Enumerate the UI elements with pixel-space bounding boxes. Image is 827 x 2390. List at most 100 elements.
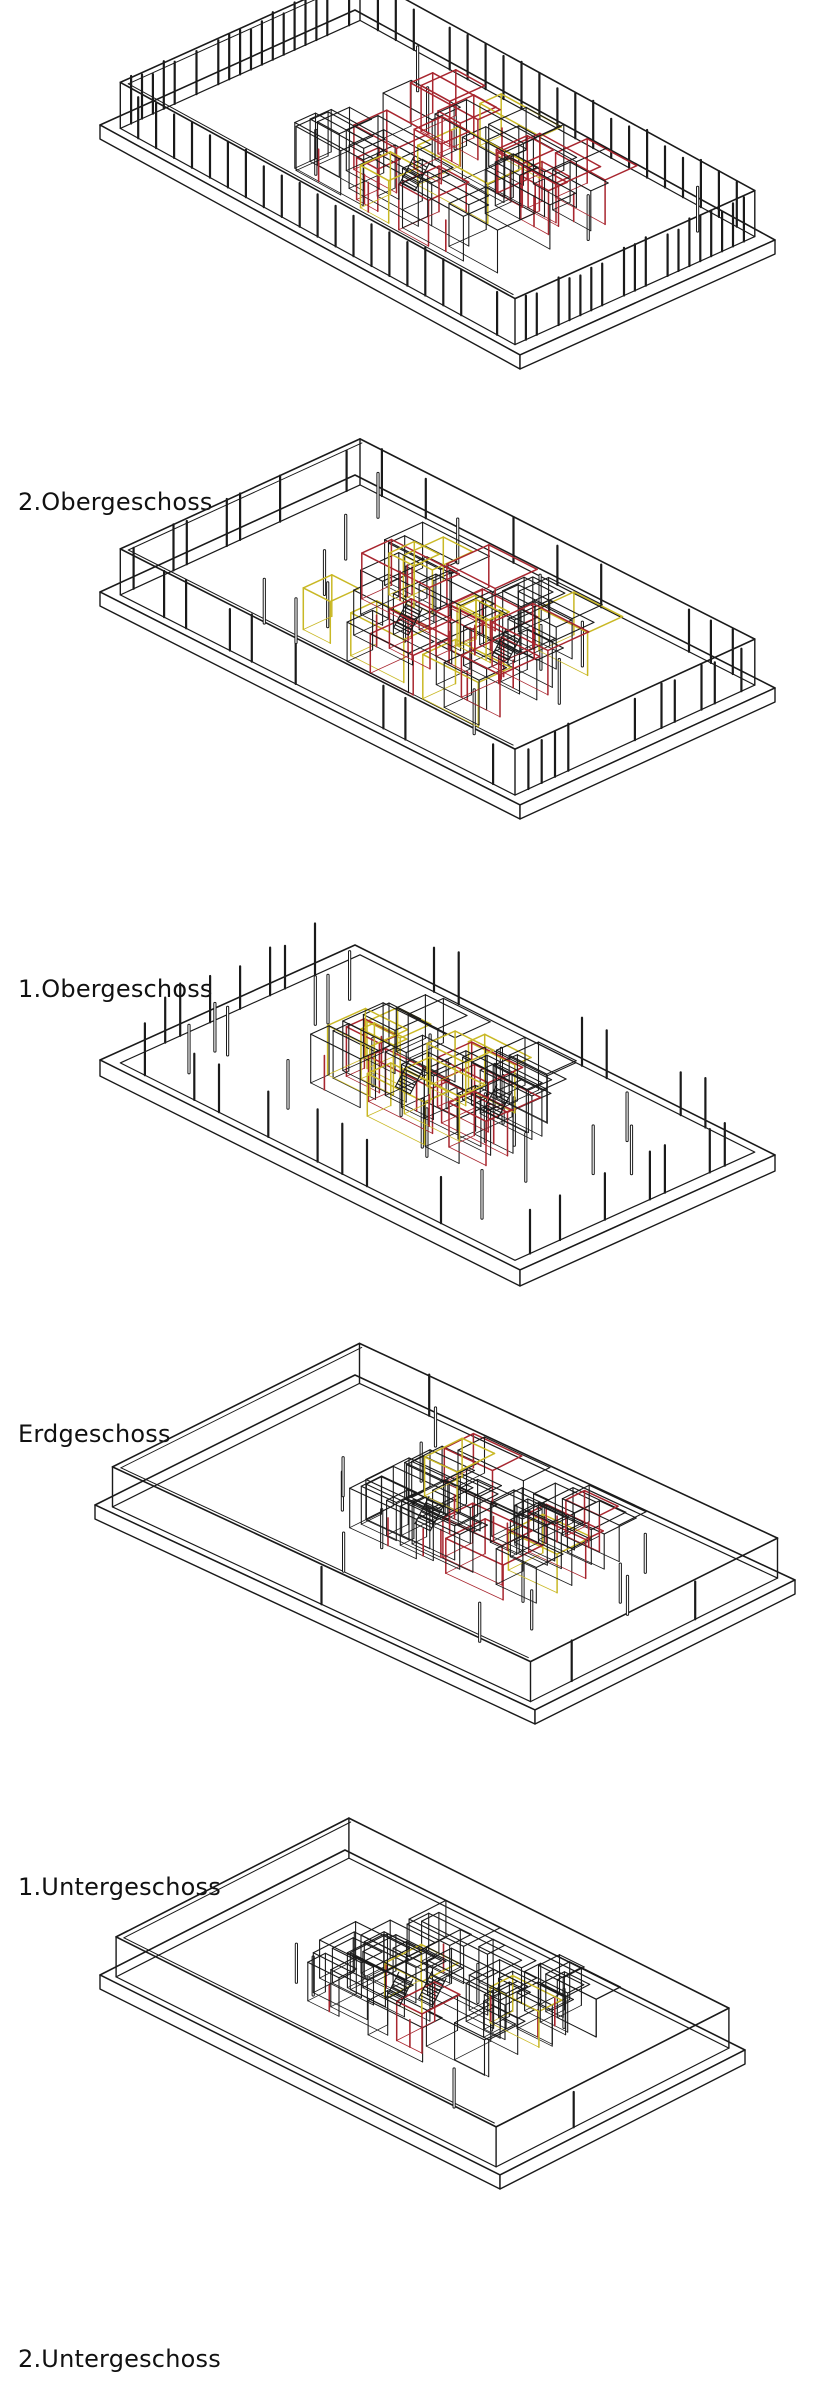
partition-wall	[421, 1034, 472, 1060]
partition-wall	[442, 1542, 474, 1558]
partition-wall	[420, 115, 457, 132]
partition-wall	[603, 1517, 637, 1535]
stair-step	[417, 1516, 435, 1526]
partition-wall	[395, 1051, 439, 1073]
partition-wall	[448, 245, 498, 274]
partition-wall	[426, 1030, 456, 1045]
partition-wall	[526, 134, 555, 151]
partition-wall	[413, 168, 442, 185]
partition-wall	[408, 1496, 425, 1505]
partition-wall	[331, 1937, 354, 1949]
stair-step	[396, 1083, 413, 1092]
partition-wall	[491, 576, 525, 593]
partition-wall	[457, 1515, 479, 1527]
partition-wall	[353, 618, 389, 636]
partition-wall	[360, 1513, 383, 1525]
partition-wall	[495, 134, 529, 151]
partition-wall	[424, 1476, 463, 1497]
floor-1-untergeschoss: 1.Untergeschoss	[0, 1342, 827, 1920]
partition-wall	[539, 2021, 566, 2036]
partition-wall	[586, 137, 638, 167]
partition-wall	[350, 600, 378, 614]
partition-wall	[441, 1445, 479, 1464]
partition-wall	[417, 166, 454, 184]
partition-wall	[554, 1517, 569, 1525]
partition-wall	[443, 1432, 475, 1449]
floor-label: Erdgeschoss	[18, 1420, 171, 1448]
stair-step	[503, 631, 520, 641]
partition-wall	[463, 1927, 501, 1947]
partition-wall	[406, 1499, 475, 1532]
partition-wall	[332, 1030, 377, 1053]
partition-wall	[362, 1002, 390, 1016]
partition-wall	[563, 1971, 591, 1985]
partition-wall	[457, 1130, 477, 1140]
partition-wall	[386, 1534, 461, 1570]
floor-label: 1.Untergeschoss	[18, 1873, 221, 1901]
partition-wall	[520, 591, 554, 608]
stair-step	[497, 643, 514, 652]
partition-wall	[539, 1971, 565, 1985]
perimeter-wall	[127, 549, 514, 746]
partition-wall	[342, 1002, 384, 1022]
partition-wall	[387, 166, 420, 182]
partition-wall	[458, 598, 477, 609]
partition-wall	[295, 170, 342, 196]
partition-wall	[425, 2045, 485, 2076]
partition-wall	[546, 1062, 577, 1077]
partition-wall	[489, 2022, 540, 2048]
partition-wall	[384, 1952, 423, 1973]
partition-wall	[294, 121, 364, 161]
partition-wall	[401, 1106, 425, 1120]
partition-wall	[496, 1097, 548, 1124]
stair-step	[402, 176, 419, 186]
partition-wall	[456, 1994, 517, 2025]
partition-wall	[516, 2017, 539, 2030]
partition-wall	[425, 1966, 461, 1985]
partition-wall	[350, 655, 405, 683]
partition-wall	[598, 1500, 637, 1519]
partition-wall	[567, 1984, 585, 1994]
partition-wall	[470, 1041, 524, 1069]
partition-wall	[492, 1100, 518, 1113]
perimeter-wall	[127, 0, 316, 85]
perimeter-wall	[405, 0, 756, 192]
partition-wall	[388, 647, 431, 670]
partition-wall	[583, 1489, 619, 1507]
partition-wall	[418, 569, 451, 585]
partition-wall	[495, 1583, 537, 1604]
stair-step	[420, 1511, 438, 1520]
partition-wall	[520, 1960, 537, 1969]
partition-wall	[450, 555, 491, 575]
partition-wall	[519, 166, 539, 176]
partition-wall	[491, 602, 534, 623]
partition-wall	[458, 638, 477, 648]
partition-wall	[429, 618, 453, 631]
partition-wall	[524, 1970, 569, 1994]
stair-step	[390, 1986, 407, 1995]
partition-wall	[504, 137, 537, 153]
partition-wall	[525, 106, 562, 127]
perimeter-wall-base	[119, 954, 756, 1261]
stair-stringer	[497, 1091, 513, 1119]
partition-wall	[554, 137, 588, 154]
partition-wall	[522, 1466, 551, 1482]
partition-wall	[367, 2034, 424, 2063]
partition-wall	[442, 1479, 498, 1506]
partition-wall	[518, 631, 573, 660]
partition-wall	[403, 1960, 443, 1981]
partition-wall	[346, 609, 374, 623]
partition-wall	[494, 153, 514, 163]
partition-wall	[508, 1089, 539, 1104]
partition-wall	[518, 1501, 540, 1513]
partition-wall	[307, 2000, 340, 2017]
partition-wall	[365, 1476, 382, 1485]
perimeter-wall	[359, 438, 756, 640]
partition-wall	[408, 1956, 465, 1985]
partition-wall	[446, 563, 496, 590]
partition-wall	[403, 1101, 431, 1115]
partition-wall	[573, 591, 624, 618]
partition-wall	[435, 649, 451, 657]
stair-step	[422, 1508, 439, 1517]
partition-wall	[590, 182, 609, 192]
